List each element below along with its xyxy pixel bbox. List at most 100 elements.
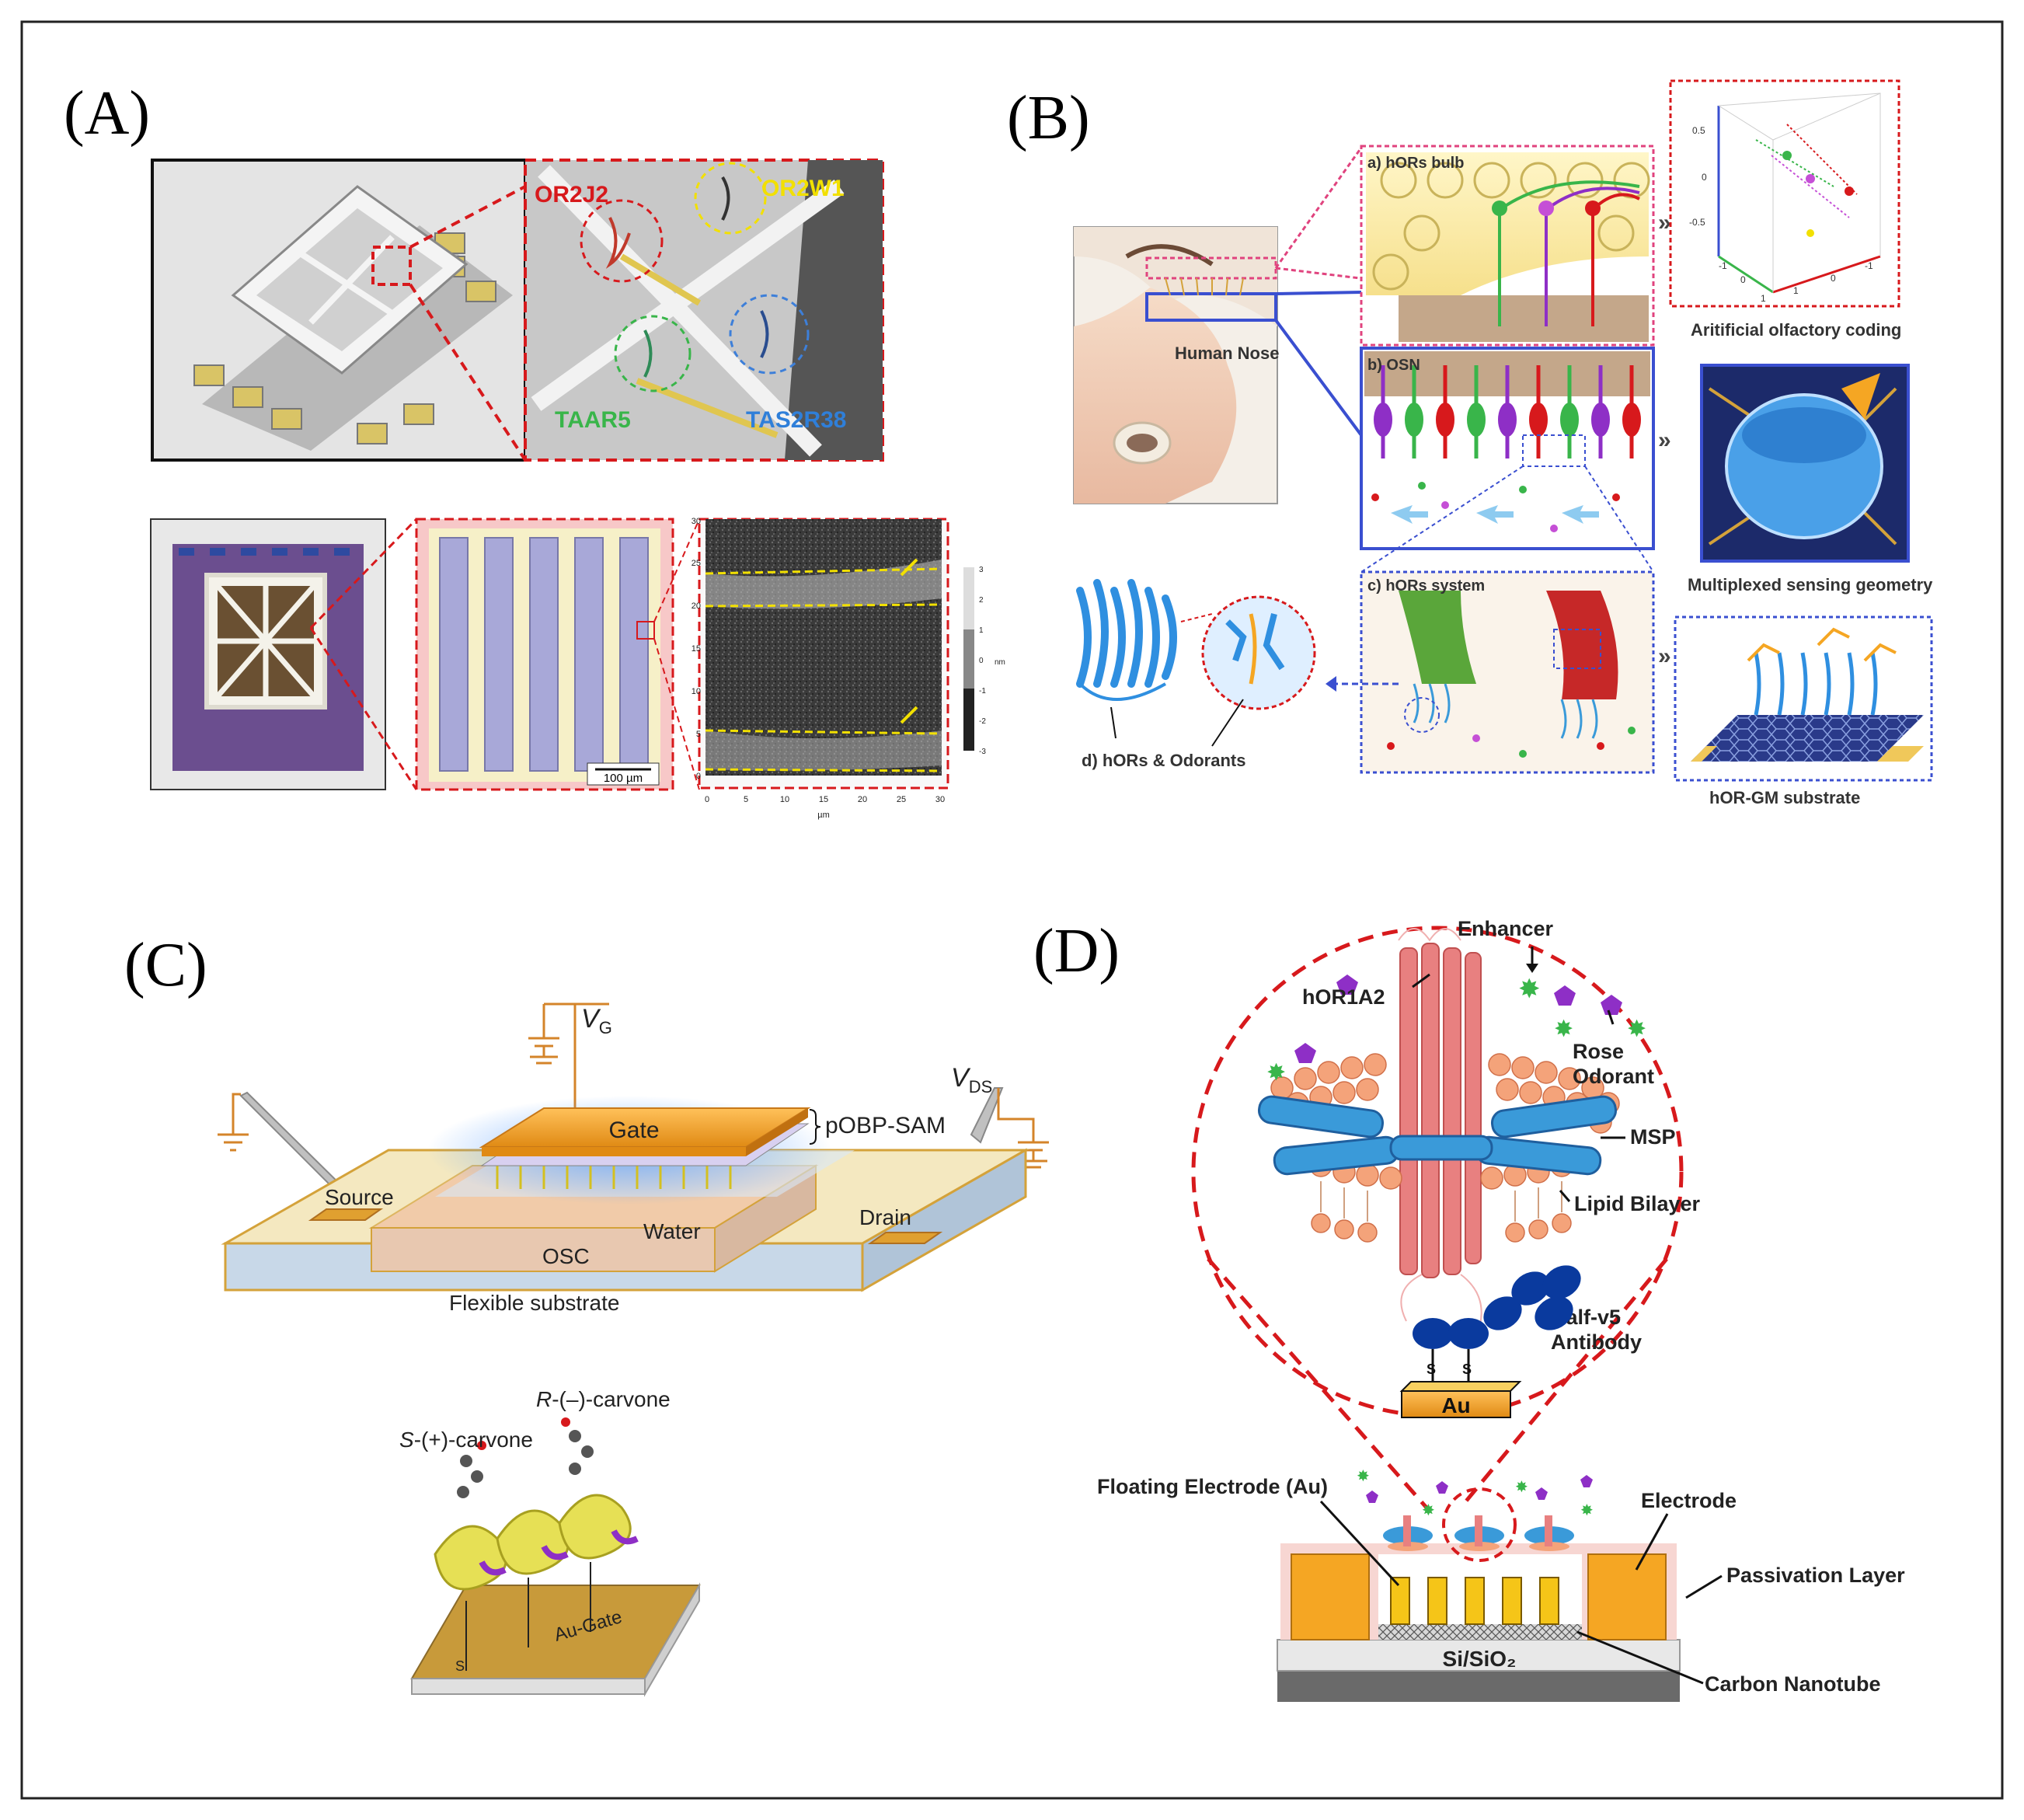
plot-z-tick: 0 (1702, 172, 1707, 183)
afm-x-tick: 30 (935, 795, 945, 804)
afm-x-axis: 0 5 10 15 20 25 30 µm (705, 795, 945, 820)
panel-d-letter: (D) (1033, 917, 1120, 985)
afm-colorbar-ticks: 3 2 1 0 -1 -2 -3 nm (979, 566, 1005, 756)
receptor-structure: d) hORs & Odorants (1076, 579, 1316, 770)
nose-label: Human Nose (1175, 343, 1279, 363)
cbar-tick: 2 (979, 596, 984, 605)
sub-label-a: a) hORs bulb (1367, 155, 1464, 172)
cbar-tick: -2 (979, 717, 986, 726)
sulfur-label: S (1427, 1362, 1436, 1377)
receptor-label: TAS2R38 (746, 407, 847, 433)
olfactory-coding-plot: 0.5 0 -0.5 -1 0 1 1 0 -1 Aritificial olf… (1669, 79, 1901, 340)
vds-symbol: V (951, 1063, 971, 1093)
sulfur-label: S (455, 1658, 465, 1674)
sulfur-label: S (1462, 1362, 1472, 1377)
au-gate-detail: S R-(–)-carvone S-(+)-carvone Au-Gate (399, 1387, 701, 1697)
caption-coding: Aritificial olfactory coding (1691, 320, 1901, 340)
cbar-tick: 1 (979, 626, 984, 635)
afm-x-tick: 5 (744, 795, 748, 804)
cbar-unit: nm (995, 658, 1005, 667)
afm-x-tick: 25 (897, 795, 906, 804)
cnt-device: ✸ ✸ ✸ ✸ Si/SiO₂ Floating Electrode (Au) … (1097, 1468, 1905, 1702)
afm-y-tick: 25 (692, 559, 701, 568)
enhancer-icon: ✸ (1357, 1468, 1370, 1485)
afm-y-tick: 0 (696, 772, 701, 781)
passivation-label: Passivation Layer (1726, 1564, 1905, 1587)
device-photo (150, 518, 418, 790)
panel-a: (A) (64, 79, 1005, 820)
ofet-device: Gate pOBP-SAM Source Drain Water OSC Fle… (221, 1096, 1030, 1315)
sub-label-c: c) hORs system (1367, 577, 1485, 594)
afm-y-tick: 10 (692, 687, 701, 696)
plot-z-tick: -0.5 (1689, 217, 1705, 228)
afm-y-tick: 15 (692, 644, 701, 654)
substrate-label: Flexible substrate (449, 1291, 619, 1315)
receptor-label: OR2J2 (535, 182, 608, 207)
r-prefix: R (536, 1387, 552, 1411)
plot-x-tick: -1 (1865, 260, 1873, 271)
antibody: S S Au (1399, 1265, 1581, 1418)
enhancer-icon: ✸ (1627, 1016, 1646, 1042)
nose-illustration: Human Nose (1073, 147, 1477, 504)
vds-label: VDS (951, 1063, 992, 1097)
panel-d: (D) (1033, 917, 1905, 1702)
electrode-micrograph: 100 µm (415, 518, 700, 791)
au-label: Au (1441, 1393, 1470, 1417)
vg-subscript: G (599, 1018, 612, 1037)
gate-voltage-source: VG (528, 1002, 612, 1127)
nanodisc (1257, 928, 1620, 1337)
receptor-label: TAAR5 (555, 407, 631, 433)
osc-label: OSC (542, 1244, 590, 1268)
sisio-label: Si/SiO₂ (1443, 1647, 1517, 1671)
plot-ticks: 0.5 0 -0.5 -1 0 1 1 0 -1 (1689, 125, 1873, 304)
floating-label: Floating Electrode (Au) (1097, 1475, 1328, 1498)
plot-y-tick: -1 (1719, 260, 1727, 271)
s-prefix: S (399, 1428, 414, 1452)
afm-x-tick: 10 (780, 795, 789, 804)
chevron-icon: » (1658, 427, 1671, 453)
multiplexed-sensing: Multiplexed sensing geometry (1688, 364, 1933, 594)
hors-system-panel: c) hORs system » (1326, 570, 1671, 774)
afm-x-unit: µm (817, 811, 830, 820)
rose-label-2: Odorant (1573, 1065, 1654, 1088)
plot-z-tick: 0.5 (1692, 125, 1705, 136)
vg-symbol: V (581, 1004, 601, 1034)
receptor-zoom: OR2J2 OR2W1 TAAR5 TAS2R38 (524, 159, 884, 462)
gate-label: Gate (608, 1117, 659, 1143)
cbar-tick: 0 (979, 657, 984, 665)
afm-x-tick: 20 (858, 795, 867, 804)
drain-label: Drain (859, 1205, 911, 1229)
panel-c: (C) VG VDS (124, 931, 1049, 1697)
scale-bar: 100 µm (604, 772, 643, 785)
afm-y-tick: 30 (692, 517, 701, 526)
gm-substrate: hOR-GM substrate (1674, 615, 1933, 807)
cnt-label: Carbon Nanotube (1705, 1672, 1881, 1696)
s-rest: -(+)-carvone (414, 1428, 533, 1452)
panel-d-labels: Enhancer hOR1A2 Rose Odorant MSP Lipid B… (1302, 917, 1701, 1354)
enhancer-icon: ✸ (1266, 1060, 1286, 1086)
hor-label: hOR1A2 (1302, 985, 1385, 1009)
plot-y-tick: 0 (1740, 274, 1746, 285)
osn-panel: b) OSN » (1360, 347, 1671, 573)
vg-label: VG (581, 1004, 612, 1037)
lipid-label: Lipid Bilayer (1574, 1192, 1701, 1215)
source-label: Source (325, 1185, 394, 1209)
panel-a-letter: (A) (64, 79, 150, 148)
enhancer-icon: ✸ (1515, 1479, 1528, 1496)
chevron-icon: » (1658, 210, 1671, 235)
afm-x-tick: 15 (819, 795, 828, 804)
source-probe (218, 1091, 351, 1198)
r-rest: -(–)-carvone (552, 1387, 670, 1411)
afm-y-axis: 0 5 10 15 20 25 30 (692, 517, 701, 781)
msp-label: MSP (1630, 1125, 1676, 1149)
molecules: ✸ ✸ ✸ ✸ (1266, 947, 1646, 1086)
water-label: Water (643, 1219, 701, 1243)
plot-x-tick: 0 (1831, 273, 1836, 284)
enhancer-icon: ✸ (1554, 1016, 1573, 1042)
panel-b-letter: (B) (1007, 84, 1090, 152)
plot-x-tick: 1 (1793, 285, 1799, 296)
cbar-tick: -1 (979, 687, 986, 696)
afm-image: 0 5 10 15 20 25 30 µm 0 5 10 15 20 25 30 (692, 517, 1005, 820)
rose-label-1: Rose (1573, 1040, 1624, 1063)
caption-multiplexed: Multiplexed sensing geometry (1688, 575, 1933, 594)
